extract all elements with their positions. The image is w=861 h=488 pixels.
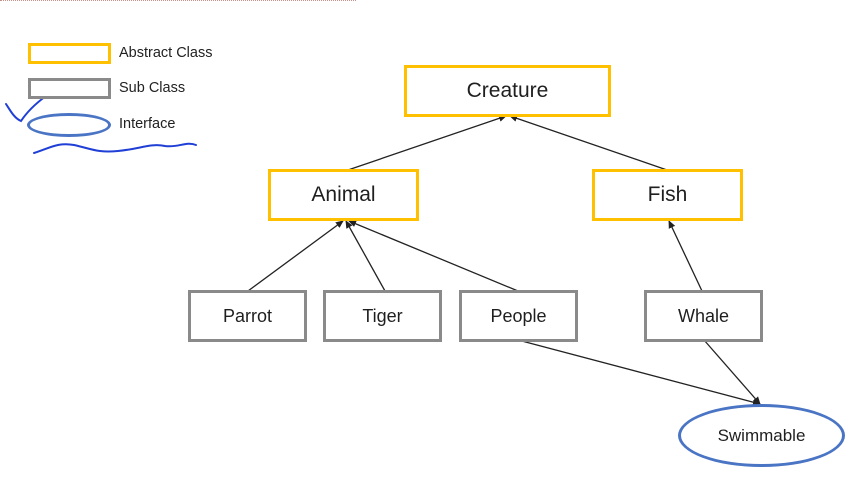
handwritten-checkmark: [5, 95, 47, 123]
legend-sub-label: Sub Class: [119, 80, 186, 96]
arrow-fish-to-creature: [509, 114, 668, 171]
arrow-whale-to-fish: [668, 220, 703, 292]
legend-abstract-label: Abstract Class: [119, 45, 213, 61]
legend-interface-swatch: [27, 113, 111, 137]
arrow-parrot-to-animal: [247, 220, 344, 292]
node-swimmable: Swimmable: [678, 404, 845, 467]
node-fish: Fish: [592, 169, 743, 221]
top-dotted-rule: [0, 0, 356, 1]
node-people: People: [459, 290, 578, 342]
arrow-people-to-swimmable: [517, 339, 761, 406]
handwritten-underline-legend: [33, 142, 197, 154]
node-creature: Creature: [404, 65, 611, 117]
arrow-whale-to-swimmable: [703, 339, 761, 405]
legend-sub-swatch: [28, 78, 111, 99]
node-whale: Whale: [644, 290, 763, 342]
node-animal: Animal: [268, 169, 419, 221]
node-parrot: Parrot: [188, 290, 307, 342]
arrow-people-to-animal: [348, 220, 519, 292]
arrow-tiger-to-animal: [345, 220, 386, 292]
legend-abstract-swatch: [28, 43, 111, 64]
node-tiger: Tiger: [323, 290, 442, 342]
arrow-animal-to-creature: [347, 114, 507, 171]
legend-interface-label: Interface: [119, 116, 176, 132]
